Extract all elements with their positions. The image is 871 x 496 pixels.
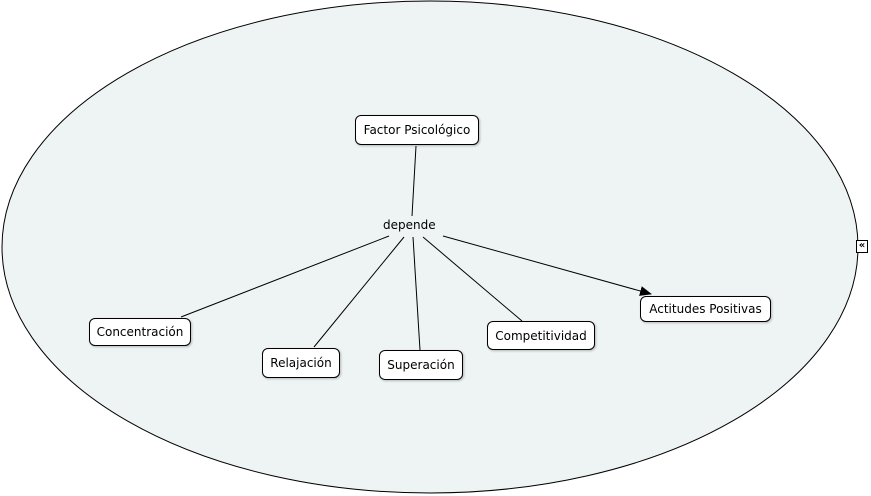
connector-depende-to-relajacion [313, 236, 405, 348]
concept-factor-psicologico[interactable]: Factor Psicológico [355, 115, 479, 145]
connector-depende-to-superacion [412, 236, 421, 351]
concept-label: Concentración [96, 325, 184, 339]
double-chevron-left-icon[interactable]: « [856, 240, 868, 253]
linking-phrase-depende[interactable]: depende [381, 218, 438, 232]
connector-root-to-depende [411, 145, 417, 217]
connector-depende-to-competitividad [422, 236, 523, 322]
concept-label: Factor Psicológico [363, 123, 471, 137]
concept-label: Competitividad [495, 328, 587, 343]
concept-label: Actitudes Positivas [649, 302, 762, 316]
concept-actitudes-positivas[interactable]: Actitudes Positivas [640, 296, 771, 322]
concept-concentracion[interactable]: Concentración [89, 318, 191, 346]
concept-competitividad[interactable]: Competitividad [487, 321, 595, 350]
concept-superacion[interactable]: Superación [379, 350, 463, 380]
concept-label: Relajación [270, 356, 332, 370]
concept-relajacion[interactable]: Relajación [262, 348, 340, 378]
connector-depende-to-concentracion [180, 235, 390, 318]
arrow-depende-to-actitudes [442, 235, 652, 296]
concept-label: Superación [387, 358, 455, 372]
